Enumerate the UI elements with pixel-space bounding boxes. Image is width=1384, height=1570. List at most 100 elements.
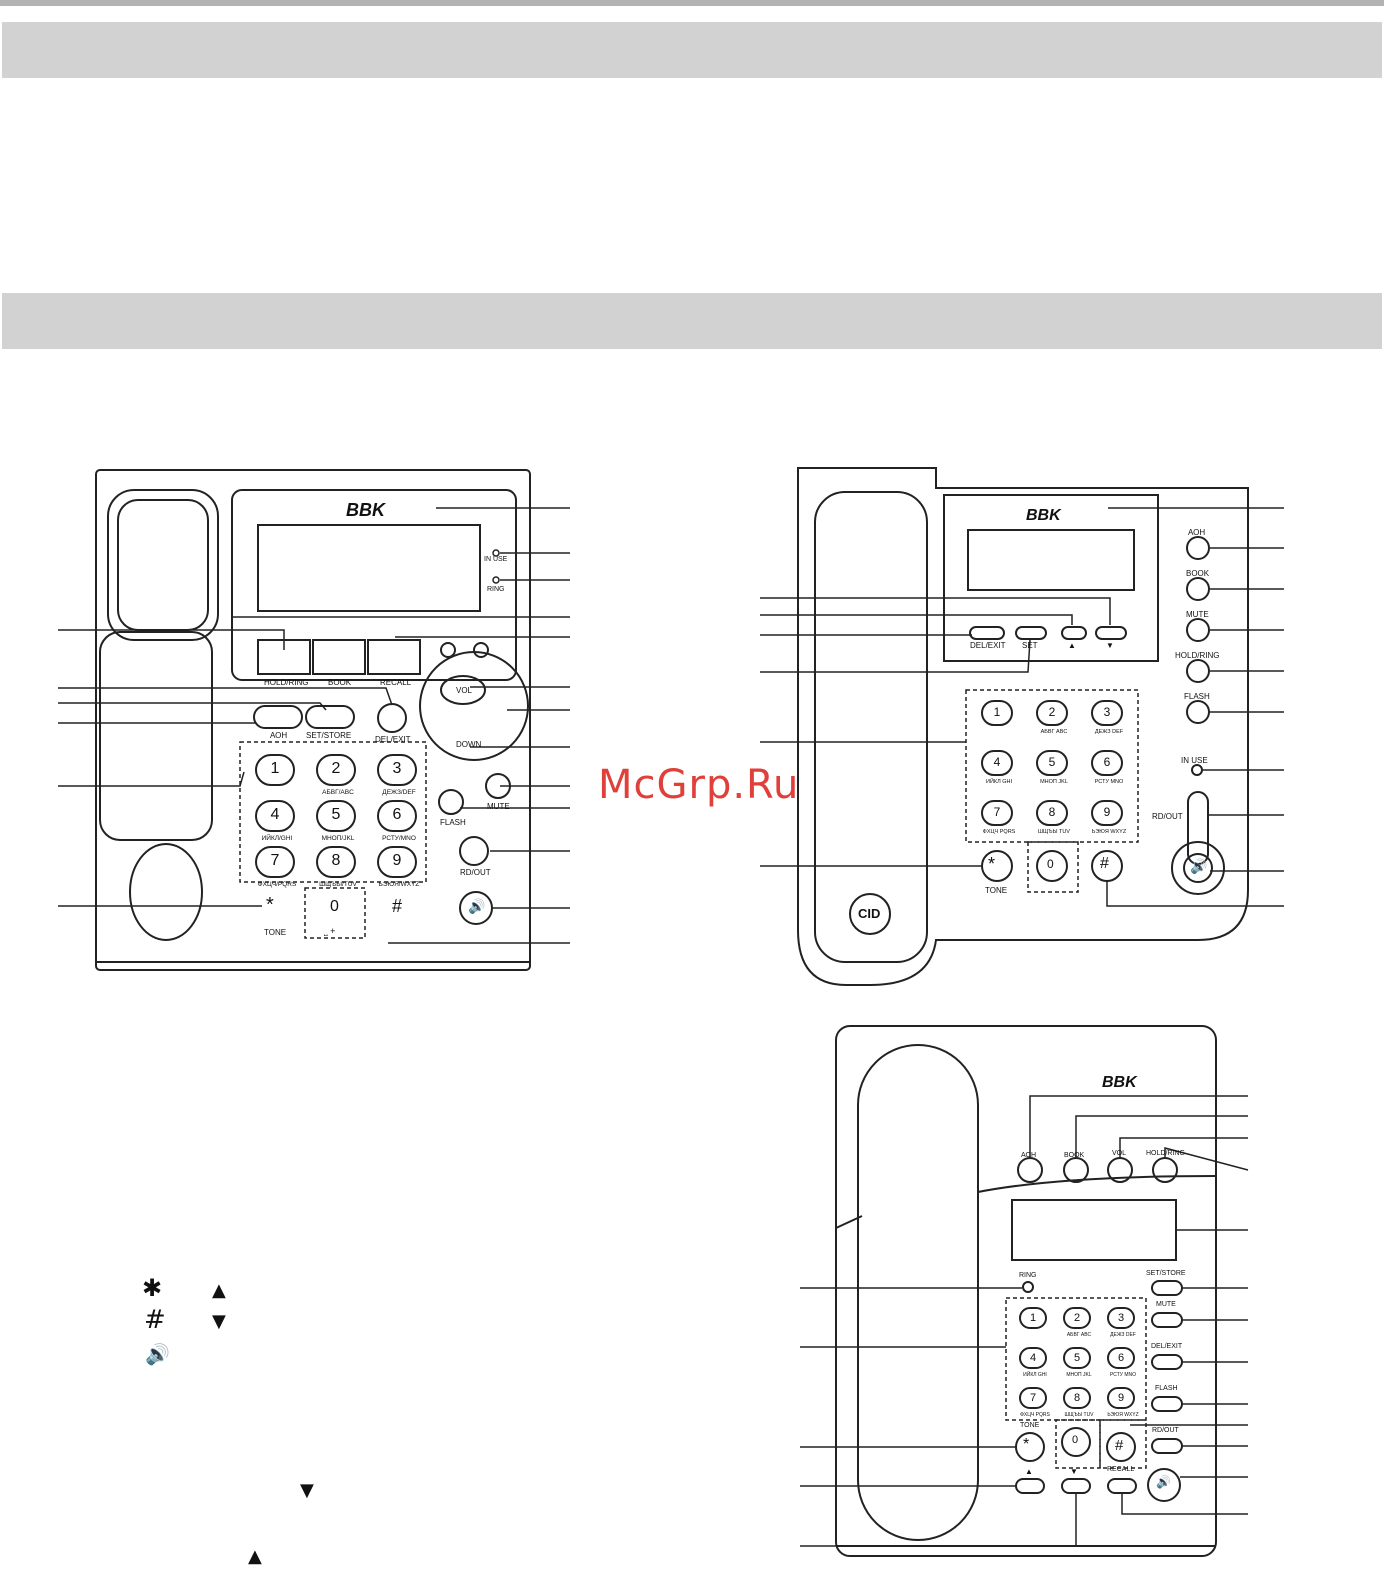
phone3-key-digit: 4 — [1029, 1351, 1037, 1364]
phone2-key-digit: 9 — [1103, 805, 1111, 820]
phone1-key-letters: ДЕЖЗ/DEF — [382, 789, 416, 796]
phone2-key-letters: ФХЦЧ PQRS — [982, 828, 1016, 835]
phone2-speaker-icon: 🔊 — [1190, 858, 1208, 874]
phone3-key-digit: 2 — [1073, 1311, 1081, 1324]
phone2-key-digit: 5 — [1048, 755, 1056, 770]
phone1-flash-label: FLASH — [440, 818, 466, 827]
phone2-key-digit: 1 — [993, 705, 1001, 720]
phone1-del-exit-label: DEL/EXIT — [375, 735, 411, 744]
phone2-up-label: ▲ — [1068, 641, 1076, 650]
phone3-key-digit: 8 — [1073, 1391, 1081, 1404]
phone3-mute-label: MUTE — [1156, 1301, 1176, 1308]
phone2-key-letters: РСТУ MNO — [1094, 778, 1124, 785]
phone3-speaker-icon: 🔊 — [1156, 1475, 1171, 1489]
text-down-arrow-icon: ▼ — [300, 1480, 314, 1501]
phone3-key-digit: 6 — [1117, 1351, 1125, 1364]
phone2-down-label: ▼ — [1106, 641, 1114, 650]
phone3-hold-ring-label: HOLD/RING — [1146, 1150, 1185, 1157]
phone2-key-letters: ИЙКЛ GHI — [985, 778, 1013, 785]
phone1-key-letters: ШЩЪЫ/TUV — [319, 881, 357, 888]
phone2-key-digit: 7 — [993, 805, 1001, 820]
phone3-key-digit: 9 — [1117, 1391, 1125, 1404]
phone1-key-letters: ФХЦЧ/PQRS — [257, 881, 297, 888]
phone1-key-digit: 8 — [331, 852, 341, 869]
phone1-key-digit: 7 — [270, 852, 280, 869]
phone1-mute-label: MUTE — [487, 802, 510, 811]
phone2-tone-label: TONE — [985, 886, 1008, 895]
phone3-ring-label: RING — [1019, 1272, 1037, 1279]
phone3-set-store-label: SET/STORE — [1146, 1270, 1186, 1277]
phone1-star-key: * — [266, 894, 274, 916]
phone3-key-letters: АБВГ ABC — [1066, 1331, 1092, 1338]
phone1-rd-out-label: RD/OUT — [460, 868, 491, 877]
phone2-flash-label: FLASH — [1184, 692, 1210, 701]
phone1-key-1: 1 — [255, 754, 295, 786]
phone3-star-key: * — [1023, 1436, 1030, 1453]
phone2-zero-key: 0 — [1047, 857, 1054, 871]
phone3-brand-logo: BBK — [1102, 1074, 1137, 1091]
phone1-key-digit: 1 — [270, 760, 280, 777]
phone1-speaker-icon: 🔊 — [468, 898, 486, 914]
phone3-key-letters: ИЙКЛ GHI — [1023, 1371, 1047, 1378]
phone2-key-letters: ЬЭЮЯ WXYZ — [1091, 828, 1127, 835]
phone2-set-label: SET — [1022, 641, 1038, 650]
phone1-key-letters: ЬЭЮЯ/WXYZ — [378, 881, 420, 888]
text-up-arrow-icon: ▲ — [248, 1546, 262, 1567]
phone3-rd-out-label: RD/OUT — [1152, 1427, 1179, 1434]
phone2-book-label: BOOK — [1186, 569, 1210, 578]
phone2-brand-logo: BBK — [1026, 507, 1061, 524]
phone1-key-letters: АБВГ/ABC — [322, 789, 354, 796]
phone3-vol-label: VOL — [1112, 1150, 1127, 1157]
phone3-down-label: ▼ — [1070, 1467, 1078, 1476]
phone1-led-in-use-label: IN USE — [484, 556, 508, 563]
phone3-key-digit: 1 — [1029, 1311, 1037, 1324]
phone2-key-digit: 4 — [993, 755, 1001, 770]
phone3-hash-key: # — [1115, 1437, 1124, 1454]
phone1-key-digit: 4 — [270, 806, 280, 823]
top-rule — [0, 0, 1384, 6]
phone3-key-letters: ДЕЖЗ DEF — [1110, 1331, 1136, 1338]
phone1-book-label: BOOK — [328, 678, 352, 687]
phone2-rd-out-label: RD/OUT — [1152, 812, 1183, 821]
phone3-key-letters: ЬЭЮЯ WXYZ — [1107, 1411, 1139, 1418]
phone3-key-letters: ШЩЪЫ TUV — [1064, 1411, 1094, 1418]
phone1-tone-label: TONE — [264, 928, 287, 937]
phone1-key-digit: 5 — [331, 806, 341, 823]
phone3-key-letters: МНОП JKL — [1066, 1371, 1092, 1378]
phone3-recall-label: RECALL — [1107, 1466, 1135, 1473]
phone3-zero-key: 0 — [1072, 1434, 1079, 1446]
phone1-aon-label: АОН — [270, 731, 288, 740]
phone1-key-letters: РСТУ/MNO — [382, 835, 416, 842]
phone3-del-exit-label: DEL/EXIT — [1151, 1343, 1183, 1350]
phone3-aon-label: АОН — [1021, 1152, 1037, 1159]
phone1-hold-ring-label: HOLD/RING — [264, 678, 309, 687]
legend-star-icon: ✱ — [142, 1274, 163, 1302]
phone3-key-letters: РСТУ MNO — [1109, 1371, 1136, 1378]
phone1-led-ring-label: RING — [487, 586, 505, 593]
phone1-key-digit: 3 — [392, 760, 402, 777]
phone3-flash-label: FLASH — [1155, 1385, 1178, 1392]
phone2-key-letters: ШЩЪЫ TUV — [1038, 828, 1070, 835]
phone2-key-digit: 2 — [1048, 705, 1056, 720]
phone2-hash-key: # — [1100, 855, 1109, 872]
phone3-key-digit: 7 — [1029, 1391, 1037, 1404]
phone2-key-digit: 6 — [1103, 755, 1111, 770]
section-header-band-1 — [2, 22, 1382, 78]
